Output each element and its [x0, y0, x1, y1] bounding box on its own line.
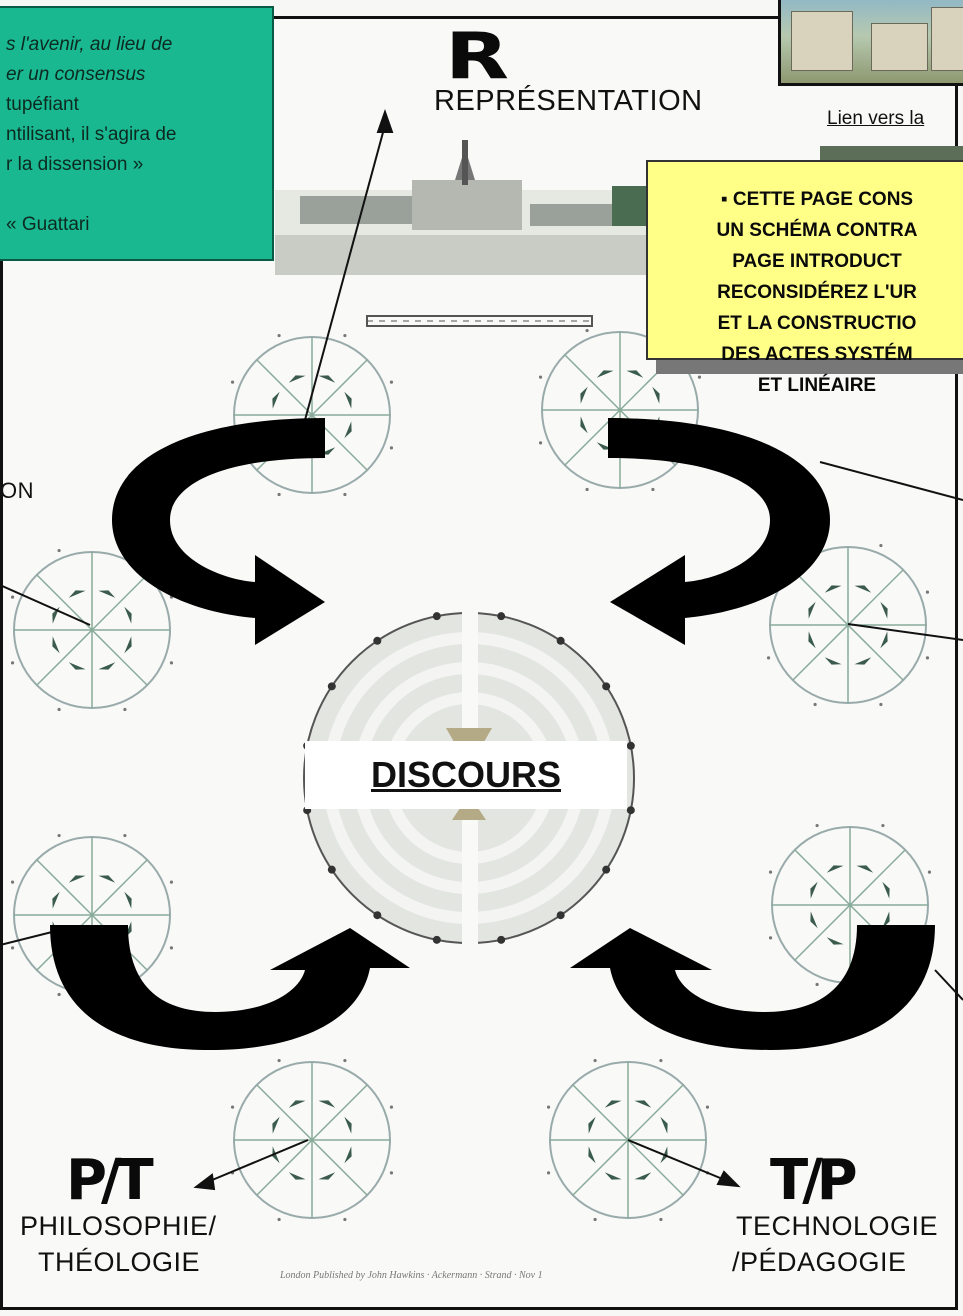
amphitheatre-column: [602, 682, 610, 690]
label-philosophie: PHILOSOPHIE/: [20, 1211, 217, 1242]
arrow-bottom-right: [570, 925, 935, 1050]
photo-building-mid: [871, 23, 928, 71]
letter-r: R: [445, 20, 506, 94]
note-line-3: PAGE INTRODUCT: [660, 246, 963, 277]
amphitheatre-column: [627, 742, 635, 750]
amphitheatre-column: [373, 911, 381, 919]
note-line-7: ET LINÉAIRE: [660, 370, 963, 401]
wheel-drawing: [231, 334, 393, 496]
photo-building-right: [931, 7, 963, 71]
note-line-5: ET LA CONSTRUCTIO: [660, 308, 963, 339]
amphitheatre-column: [602, 866, 610, 874]
note-line-2: UN SCHÉMA CONTRA: [660, 215, 963, 246]
quote-line-5: r la dissension »: [6, 150, 264, 180]
amphitheatre-column: [433, 612, 441, 620]
arrowhead-tp: [718, 1172, 738, 1186]
label-technologie: TECHNOLOGIE: [736, 1211, 938, 1242]
amphitheatre-column: [373, 637, 381, 645]
letter-tp: T/P: [770, 1148, 852, 1213]
amphitheatre-column: [497, 612, 505, 620]
link-to-page[interactable]: Lien vers la: [827, 108, 924, 130]
quote-line-2: er un consensus: [6, 60, 264, 90]
amphitheatre-column: [557, 911, 565, 919]
arrow-bottom-left: [50, 925, 410, 1050]
note-line-4: RECONSIDÉREZ L'UR: [660, 277, 963, 308]
quote-line-4: ntilisant, il s'agira de: [6, 120, 264, 150]
letter-pt: P/T: [66, 1148, 148, 1213]
engraving-caption: London Published by John Hawkins · Acker…: [279, 1270, 543, 1281]
label-pedagogie: /PÉDAGOGIE: [732, 1247, 907, 1278]
wheel-drawing: [231, 1059, 393, 1221]
arrowhead-r: [378, 112, 392, 132]
arrowhead-pt: [196, 1175, 214, 1189]
discours-label-box[interactable]: DISCOURS: [305, 741, 627, 809]
quote-line-1: s l'avenir, au lieu de: [6, 30, 264, 60]
amphitheatre-column: [328, 866, 336, 874]
guattari-quote-box: s l'avenir, au lieu de er un consensus t…: [0, 6, 274, 261]
arrow-top-left: [112, 418, 325, 645]
amphitheatre-column: [557, 637, 565, 645]
label-theologie: THÉOLOGIE: [38, 1247, 200, 1278]
note-line-1: ▪ CETTE PAGE CONS: [660, 184, 963, 215]
arrow-top-right: [608, 418, 830, 645]
amphitheatre-column: [497, 936, 505, 944]
page-note: ▪ CETTE PAGE CONS UN SCHÉMA CONTRA PAGE …: [646, 160, 963, 360]
amphitheatre-column: [433, 936, 441, 944]
quote-line-3: tupéfiant: [6, 90, 264, 120]
amphitheatre-column: [627, 806, 635, 814]
quote-author: « Guattari: [6, 210, 264, 240]
building-photo[interactable]: [778, 0, 963, 86]
label-left-partial: ON: [0, 478, 34, 504]
discours-label: DISCOURS: [371, 754, 561, 796]
photo-building-left: [791, 11, 853, 71]
note-line-6: DES ACTES SYSTÉM: [660, 339, 963, 370]
label-representation: REPRÉSENTATION: [434, 85, 703, 118]
amphitheatre-column: [328, 682, 336, 690]
